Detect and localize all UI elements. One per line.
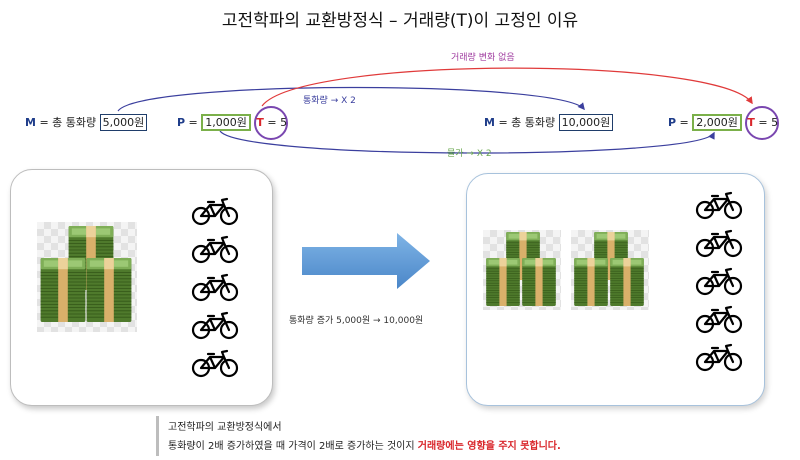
- volume-arrow-label: 거래량 변화 없음: [451, 53, 515, 63]
- money-image-left: [37, 222, 137, 332]
- right-money-equation: M = 총 통화량 10,000원: [484, 114, 614, 131]
- m-description: = 총 통화량: [494, 116, 559, 129]
- bicycle-icon: [695, 190, 743, 220]
- t-ring: T = 5: [745, 106, 780, 140]
- note-highlight-text: 거래량에는 영향을 주지 못합니다.: [417, 441, 561, 452]
- volume-arrow: [261, 67, 753, 107]
- note-plain-text: 통화량이 2배 증가하였을 때 가격이 2배로 증가하는 것이지: [168, 441, 418, 452]
- note-bar: [156, 416, 159, 456]
- p-symbol: P: [177, 116, 186, 129]
- page-title: 고전학파의 교환방정식 – 거래량(T)이 고정인 이유: [221, 11, 579, 31]
- bicycle-icon: [695, 342, 743, 372]
- money-image-right-2: [571, 230, 649, 310]
- middle-caption: 통화량 증가 5,000원 → 10,000원: [289, 316, 424, 326]
- money-image-right-1: [483, 230, 561, 310]
- t-value: = 5: [754, 116, 779, 129]
- m-value-box: 5,000원: [99, 114, 148, 131]
- p-equals: =: [185, 116, 202, 129]
- money-arrow-label: 통화량 → X 2: [303, 96, 356, 106]
- bicycle-icon: [695, 304, 743, 334]
- p-value-box: 1,000원: [201, 114, 251, 131]
- p-symbol: P: [668, 116, 677, 129]
- bicycle-icon: [191, 234, 239, 264]
- bicycle-icon: [695, 266, 743, 296]
- price-arrow-label: 물가 → X 2: [447, 149, 492, 159]
- p-equals: =: [676, 116, 693, 129]
- note-line-2: 통화량이 2배 증가하였을 때 가격이 2배로 증가하는 것이지 거래량에는 영…: [168, 437, 561, 452]
- m-value-box: 10,000원: [558, 114, 614, 131]
- price-arrow: [219, 130, 715, 154]
- left-price-volume-equation: P = 1,000원 T = 5: [177, 106, 289, 140]
- p-value-box: 2,000원: [692, 114, 742, 131]
- connector-arcs: [117, 67, 753, 154]
- m-description: = 총 통화량: [35, 116, 100, 129]
- t-symbol: T: [256, 116, 264, 129]
- m-symbol: M: [25, 116, 36, 129]
- note-line-1: 고전학파의 교환방정식에서: [168, 422, 282, 433]
- right-price-volume-equation: P = 2,000원 T = 5: [668, 106, 780, 140]
- m-symbol: M: [484, 116, 495, 129]
- bicycle-column-right: [695, 190, 745, 372]
- bicycle-icon: [191, 272, 239, 302]
- t-ring: T = 5: [254, 106, 289, 140]
- bicycle-icon: [695, 228, 743, 258]
- before-panel: [10, 169, 273, 406]
- money-arrow: [117, 86, 585, 112]
- bicycle-column-left: [191, 196, 241, 378]
- right-arrow-icon: [302, 233, 430, 289]
- bicycle-icon: [191, 310, 239, 340]
- bicycle-icon: [191, 196, 239, 226]
- bicycle-icon: [191, 348, 239, 378]
- t-value: = 5: [263, 116, 288, 129]
- t-symbol: T: [747, 116, 755, 129]
- left-money-equation: M = 총 통화량 5,000원: [25, 114, 148, 131]
- after-panel: [466, 173, 765, 406]
